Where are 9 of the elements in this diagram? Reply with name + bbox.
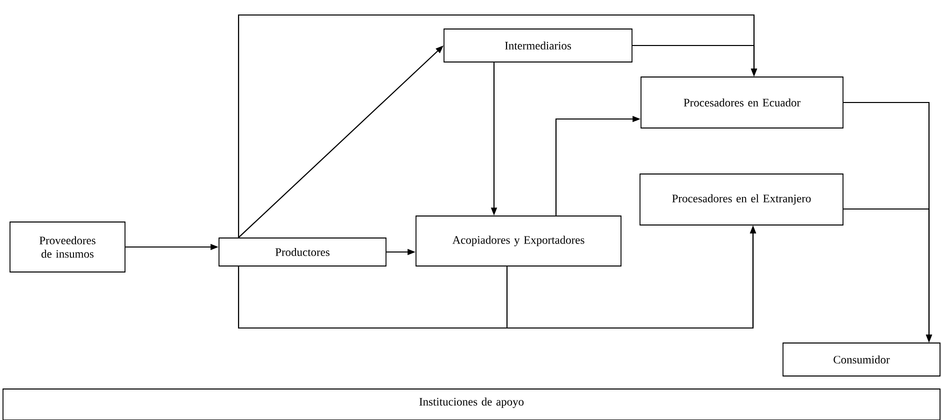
process-box: Procesadores en Ecuador — [640, 76, 844, 128]
process-box: Consumidor — [782, 342, 940, 376]
process-box: Proveedores de insumos — [10, 222, 126, 272]
process-box: Acopiadores y Exportadores — [416, 216, 622, 266]
process-box: Procesadores en el Extranjero — [640, 174, 844, 226]
group-box: Instituciones de apoyo — [2, 388, 940, 420]
process-box: Intermediarios — [444, 28, 632, 62]
arrow — [238, 14, 758, 238]
process-box: Productores — [218, 238, 386, 266]
